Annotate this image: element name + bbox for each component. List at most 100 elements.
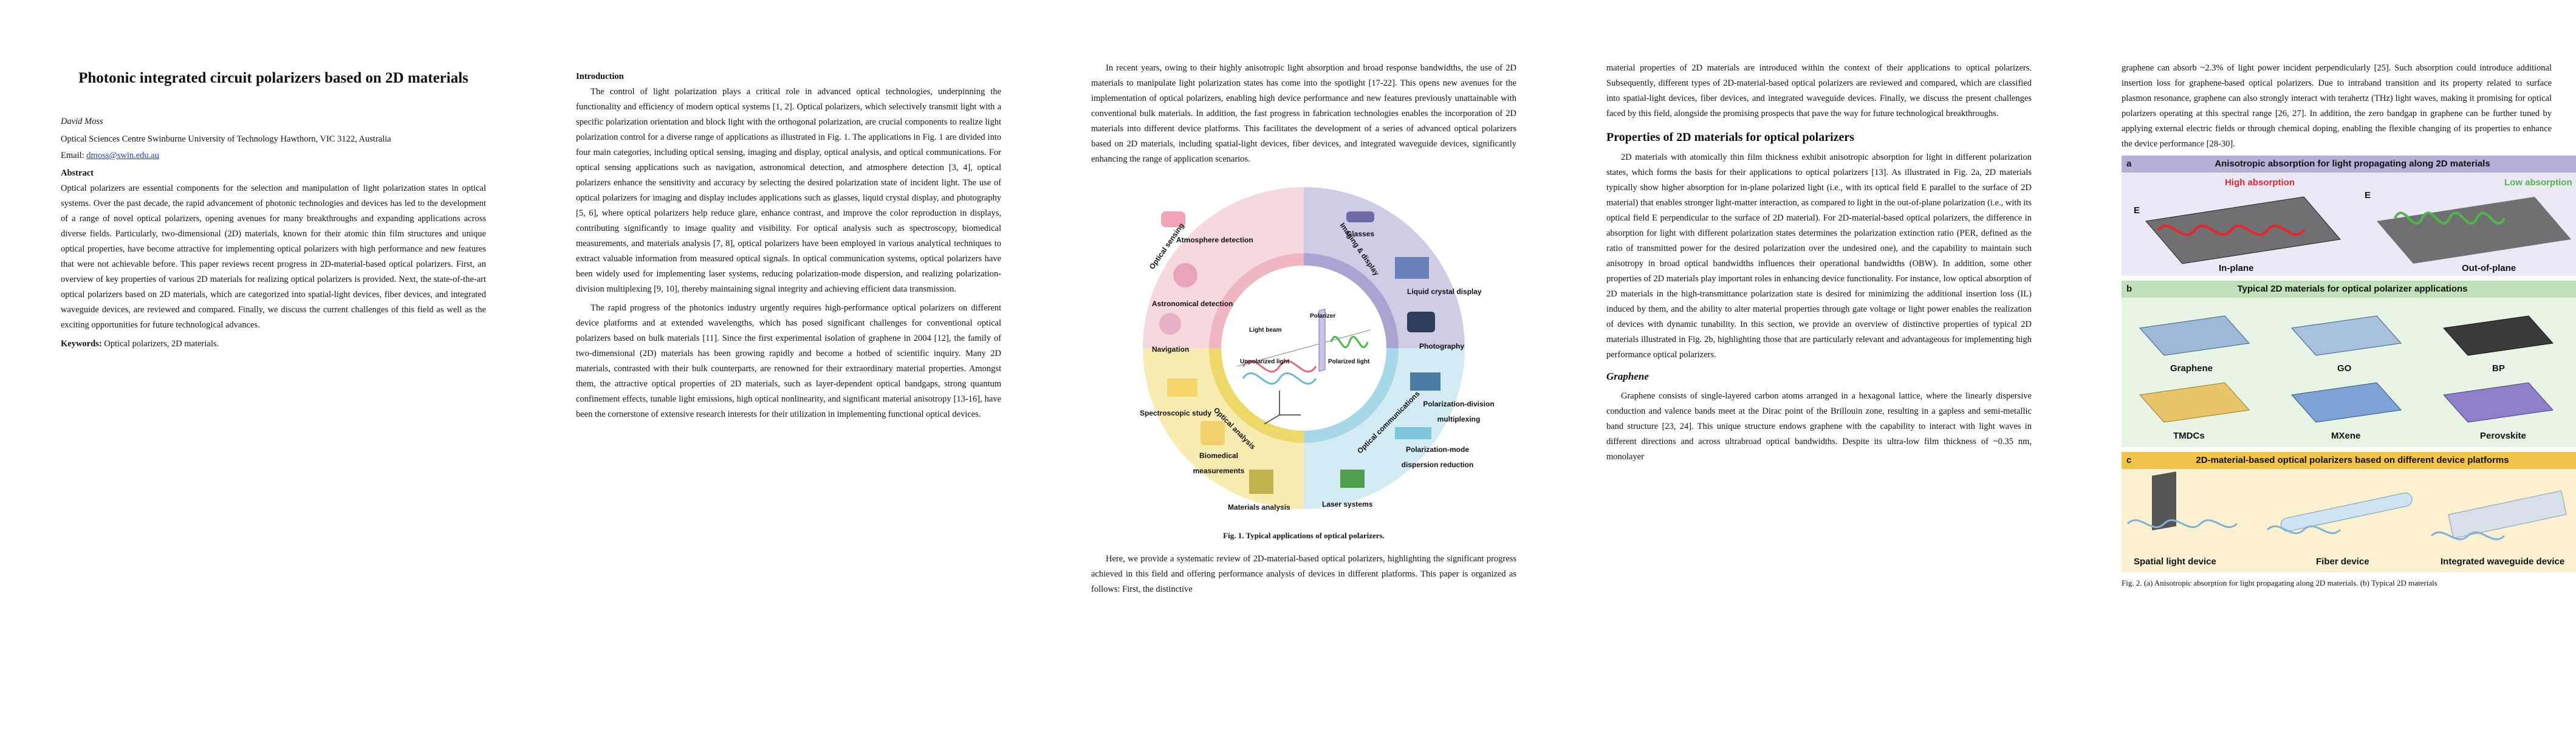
app-glasses: Glasses: [1346, 230, 1375, 238]
page3-paragraph-2: Here, we provide a systematic review of …: [1091, 554, 1516, 594]
atmosphere-icon: [1161, 211, 1185, 227]
panel-a-title: Anisotropic absorption for light propaga…: [2215, 159, 2490, 169]
panel-b-tag: b: [2126, 284, 2132, 294]
center-light-beam: Light beam: [1249, 327, 1282, 334]
page-3: In recent years, owing to their highly a…: [1030, 0, 1546, 729]
app-astronomical-detection: Astronomical detection: [1152, 299, 1233, 308]
figure-1-caption: Fig. 1. Typical applications of optical …: [1223, 531, 1385, 540]
figure-2: a Anisotropic absorption for light propa…: [2122, 156, 2576, 572]
introduction-heading: Introduction: [576, 72, 624, 81]
paper-title: Photonic integrated circuit polarizers b…: [78, 70, 468, 86]
laser-icon: [1340, 470, 1365, 488]
figure-2-panel-a: a Anisotropic absorption for light propa…: [2122, 156, 2576, 276]
panel-a-body: High absorption Low absorption E E In-pl…: [2122, 173, 2576, 276]
out-of-plane-wave: [2394, 211, 2506, 225]
page-2-column: Introduction The control of light polari…: [576, 67, 1001, 426]
field-label-left: E: [2134, 205, 2140, 216]
biomedical-icon: [1201, 421, 1225, 445]
mxene-lattice: [2291, 382, 2402, 423]
affiliation: Optical Sciences Centre Swinburne Univer…: [61, 134, 391, 144]
device-spatial-light: Spatial light device: [2134, 556, 2216, 567]
keywords: Keywords: Optical polarizers, 2D materia…: [61, 337, 486, 352]
panel-c-tag: c: [2126, 455, 2132, 465]
material-go: GO: [2337, 363, 2352, 374]
email-label: Email:: [61, 151, 87, 160]
panel-a-diagram: [2145, 196, 2571, 264]
panel-b-diagram: [2139, 315, 2554, 423]
panel-a-tag: a: [2126, 159, 2132, 169]
multiplexing-icon: [1410, 372, 1440, 391]
center-polarized-light: Polarized light: [1328, 358, 1370, 365]
spectroscopy-icon: [1167, 378, 1197, 397]
waveguide-chip: [2448, 490, 2567, 539]
panel-c-title: 2D-material-based optical polarizers bas…: [2196, 455, 2509, 465]
lattice-in-plane: [2145, 196, 2341, 264]
camera-icon: [1407, 312, 1435, 332]
field-label-right: E: [2365, 190, 2371, 200]
page3-paragraph-1: In recent years, owing to their highly a…: [1091, 63, 1516, 164]
bp-lattice: [2443, 315, 2554, 356]
intro-paragraph-2: The rapid progress of the photonics indu…: [576, 303, 1001, 419]
telescope-icon: [1173, 263, 1197, 287]
navigation-icon: [1159, 313, 1181, 335]
page-5-column: graphene can absorb ~2.3% of light power…: [2122, 61, 2576, 589]
center-polarizer: Polarizer: [1310, 313, 1336, 320]
page-4: material properties of 2D materials are …: [1546, 0, 2061, 729]
spatial-light-sheet: [2152, 471, 2176, 531]
page5-paragraph-1: graphene can absorb ~2.3% of light power…: [2122, 63, 2552, 149]
lattice-out-of-plane: [2377, 197, 2571, 264]
tmdcs-lattice: [2139, 382, 2250, 423]
panel-b-body: Graphene GO BP TMDCs MXene Perovskite: [2122, 298, 2576, 447]
out-of-plane-label: Out-of-plane: [2462, 263, 2516, 273]
material-tmdcs: TMDCs: [2173, 431, 2205, 441]
page-2: Introduction The control of light polari…: [515, 0, 1030, 729]
device-fiber: Fiber device: [2316, 556, 2369, 567]
panel-c-header: c 2D-material-based optical polarizers b…: [2122, 452, 2576, 469]
go-lattice: [2291, 315, 2402, 356]
center-unpolarized-light: Unpolarized light: [1240, 358, 1290, 365]
page-5: graphene can absorb ~2.3% of light power…: [2061, 0, 2576, 729]
high-absorption-label: High absorption: [2225, 177, 2295, 188]
author-name: David Moss: [61, 117, 103, 126]
app-biomedical-measurements: Biomedical measurements: [1193, 451, 1245, 475]
page-3-column: In recent years, owing to their highly a…: [1091, 61, 1516, 601]
intro-paragraph-1: The control of light polarization plays …: [576, 87, 1001, 294]
low-absorption-label: Low absorption: [2504, 177, 2572, 188]
in-plane-label: In-plane: [2219, 263, 2254, 273]
figure-2-caption: Fig. 2. (a) Anisotropic absorption for l…: [2122, 578, 2437, 587]
figure-1: Optical sensing Imaging & display Optica…: [1103, 172, 1504, 524]
in-plane-wave: [2157, 224, 2305, 236]
dispersion-icon: [1395, 427, 1431, 439]
material-mxene: MXene: [2331, 431, 2361, 441]
material-bp: BP: [2492, 363, 2505, 374]
fiber-body: [2280, 492, 2413, 532]
section-heading-properties: Properties of 2D materials for optical p…: [1606, 131, 1855, 144]
app-polarization-division-multiplexing: Polarization-division multiplexing: [1423, 400, 1495, 423]
panel-c-body: Spatial light device Fiber device Integr…: [2122, 469, 2576, 572]
email-link[interactable]: dmoss@swin.edu.au: [86, 151, 159, 160]
subsection-heading-graphene: Graphene: [1606, 371, 1649, 382]
app-navigation: Navigation: [1152, 345, 1190, 354]
email-line: Email: dmoss@swin.edu.au: [61, 148, 486, 163]
figure-2-panel-c: c 2D-material-based optical polarizers b…: [2122, 452, 2576, 572]
keywords-label: Keywords:: [61, 339, 102, 349]
panel-a-header: a Anisotropic absorption for light propa…: [2122, 156, 2576, 173]
app-spectroscopic-study: Spectroscopic study: [1140, 409, 1212, 417]
panel-b-title: Typical 2D materials for optical polariz…: [2237, 284, 2468, 294]
page-1-column: Photonic integrated circuit polarizers b…: [61, 67, 486, 355]
page4-paragraph-1: material properties of 2D materials are …: [1606, 63, 2032, 118]
glasses-icon: [1346, 211, 1374, 222]
app-liquid-crystal-display: Liquid crystal display: [1407, 287, 1482, 296]
app-photography: Photography: [1419, 342, 1464, 351]
app-laser-systems: Laser systems: [1322, 500, 1373, 508]
panel-b-header: b Typical 2D materials for optical polar…: [2122, 281, 2576, 298]
figure-2-panel-b: b Typical 2D materials for optical polar…: [2122, 281, 2576, 447]
device-integrated-waveguide: Integrated waveguide device: [2441, 556, 2565, 567]
app-atmosphere-detection: Atmosphere detection: [1176, 236, 1253, 244]
app-polarization-mode-dispersion-reduction: Polarization-mode dispersion reduction: [1401, 445, 1474, 469]
display-icon: [1395, 257, 1429, 279]
page-4-column: material properties of 2D materials are …: [1606, 61, 2032, 468]
material-perovskite: Perovskite: [2480, 431, 2526, 441]
page4-paragraph-3: Graphene consists of single-layered carb…: [1606, 391, 2032, 462]
page4-paragraph-2: 2D materials with atomically thin film t…: [1606, 152, 2032, 360]
